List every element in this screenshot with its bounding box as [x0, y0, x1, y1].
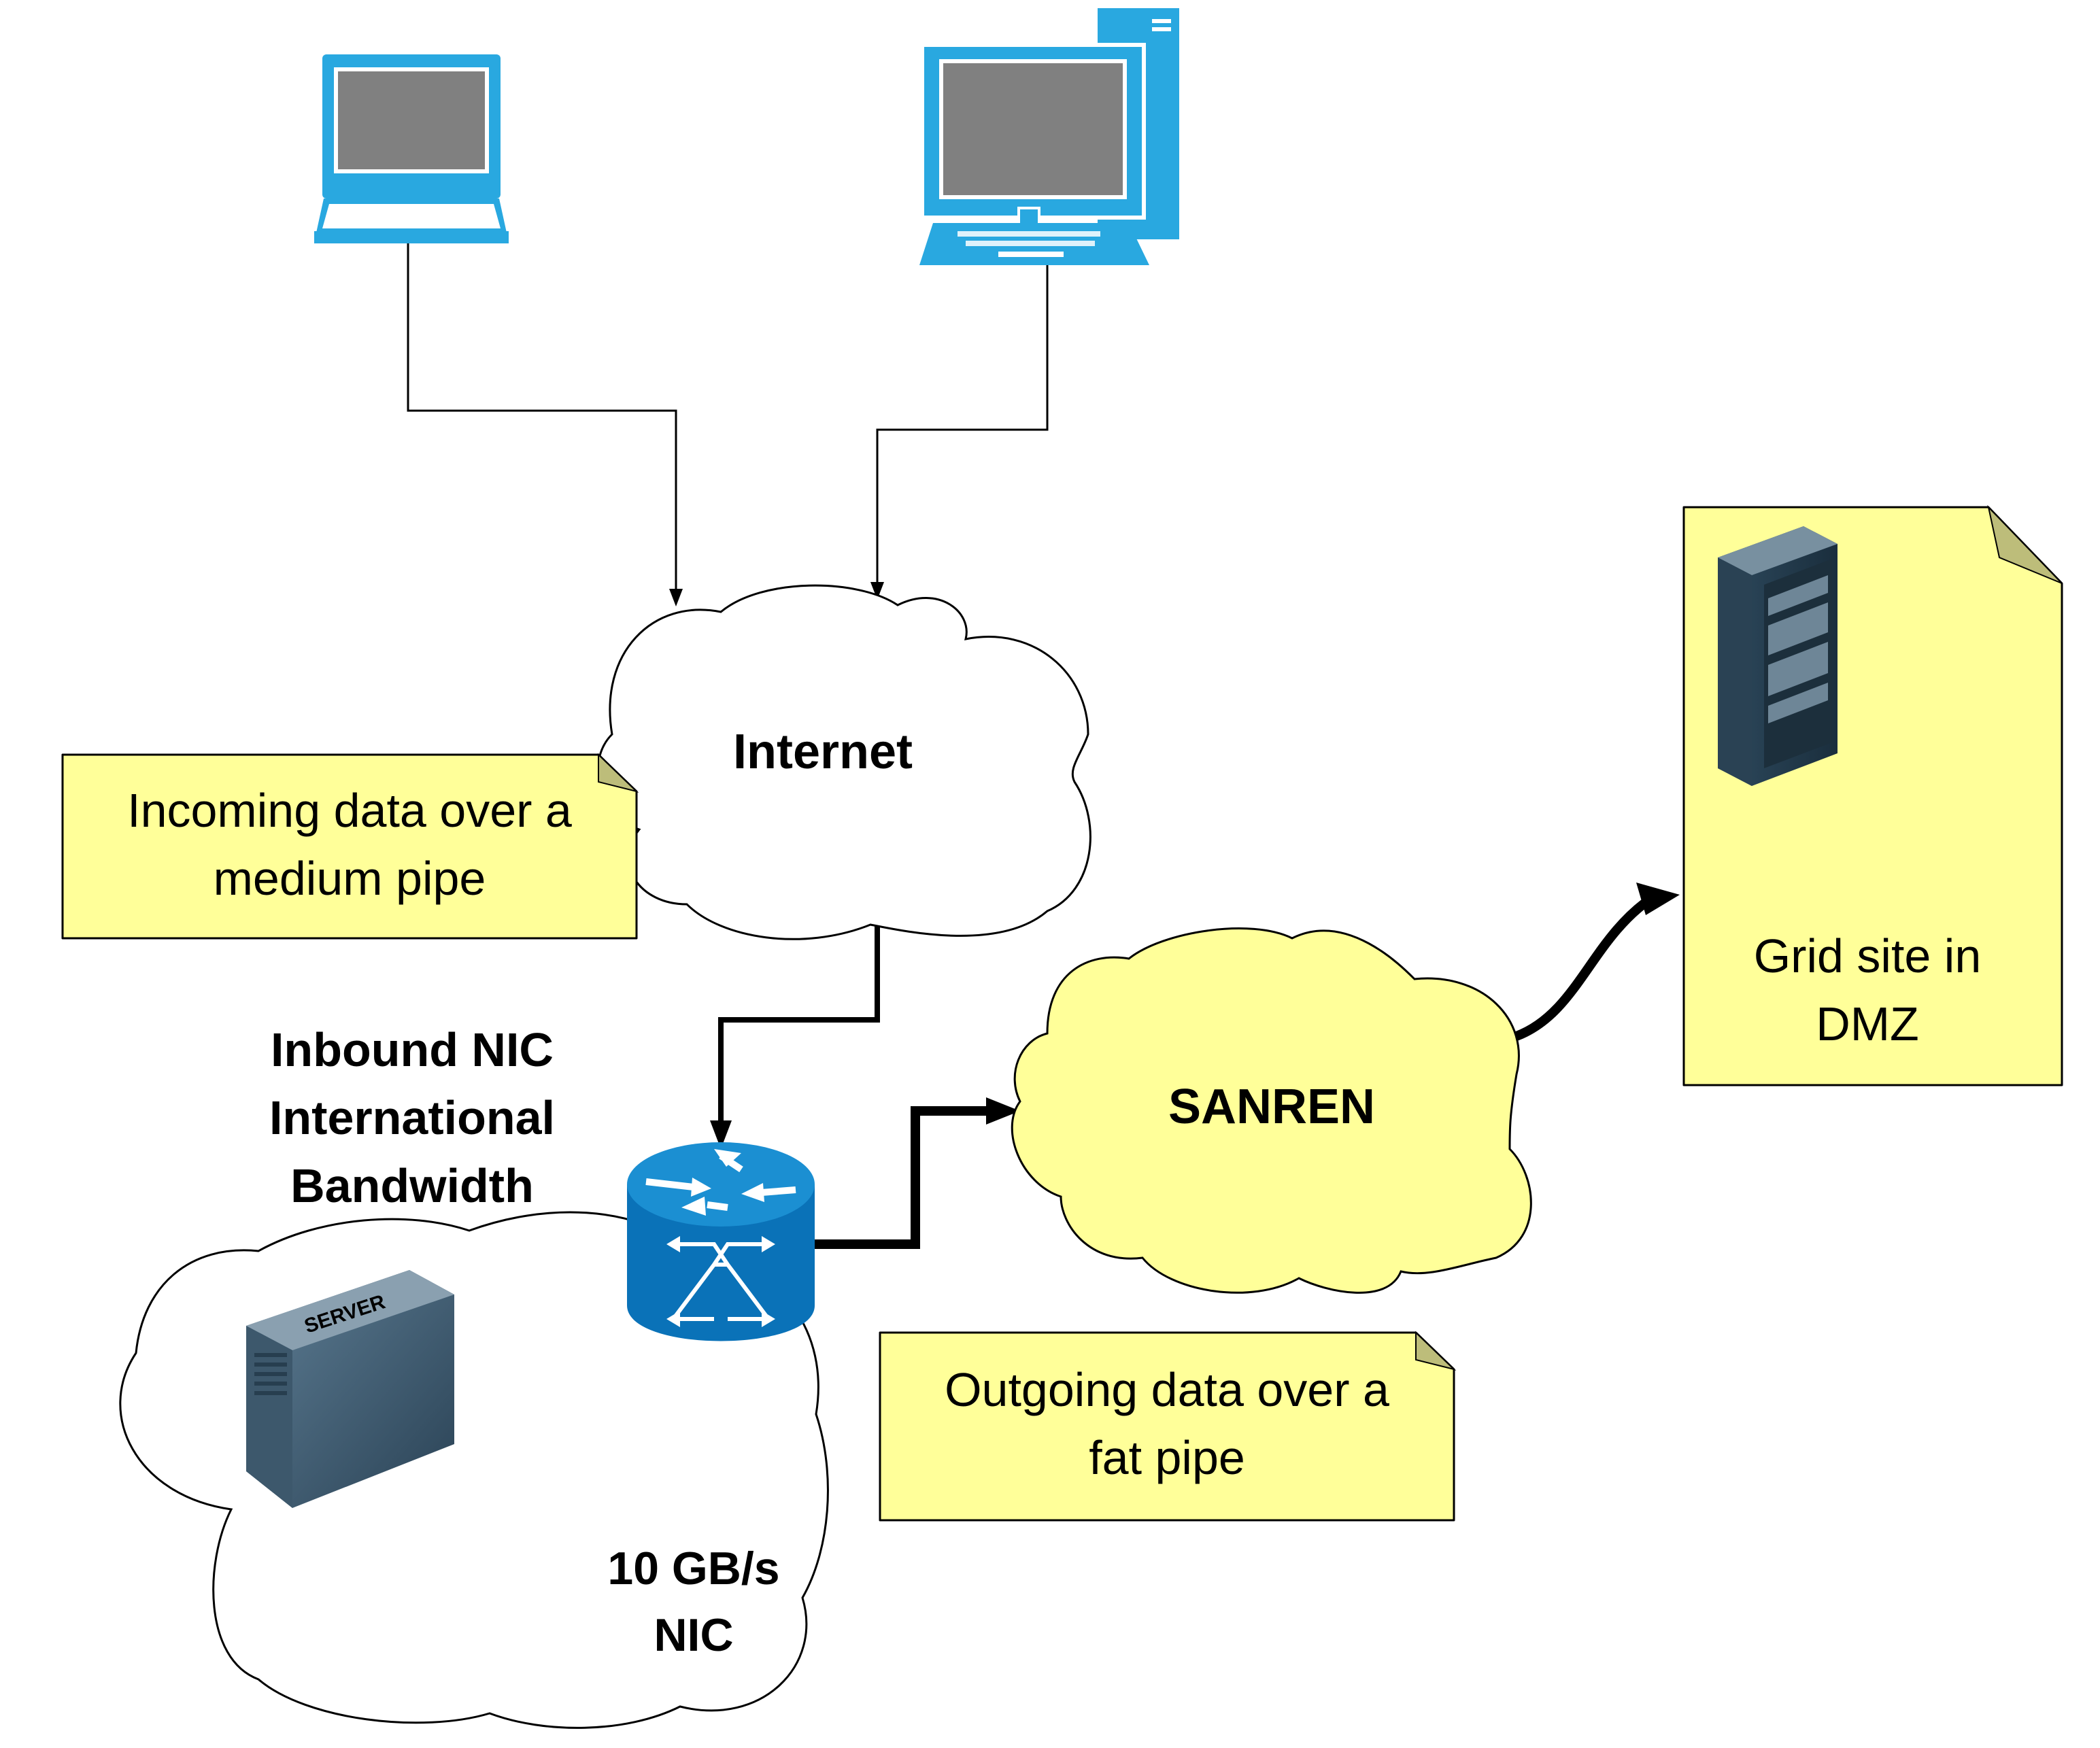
arrowhead — [870, 582, 884, 600]
sanren-label: SANREN — [1168, 1080, 1375, 1134]
desktop-computer-icon — [919, 8, 1179, 265]
inbound-label-line2: International — [269, 1091, 555, 1144]
outgoing-note-line1: Outgoing data over a — [945, 1363, 1389, 1416]
arrowhead — [1636, 882, 1680, 915]
sanren-grid-link — [1514, 893, 1655, 1041]
server-rack-icon — [1718, 526, 1838, 786]
internet-router-link — [718, 925, 880, 1122]
incoming-note: Incoming data over a medium pipe — [61, 753, 639, 940]
internet-cloud — [596, 584, 1091, 940]
inbound-label-line1: Inbound NIC — [271, 1023, 554, 1076]
arrowhead — [669, 589, 683, 606]
local-cloud-label-line1: 10 GB/s — [607, 1543, 779, 1594]
laptop-icon — [314, 54, 509, 243]
local-cloud-label-line2: NIC — [654, 1609, 733, 1661]
grid-site-line2: DMZ — [1816, 997, 1919, 1050]
incoming-note-line1: Incoming data over a — [127, 784, 572, 837]
router-sanren-link — [813, 1106, 993, 1249]
incoming-note-line2: medium pipe — [214, 852, 486, 905]
grid-site-line1: Grid site in — [1754, 929, 1982, 982]
inbound-label-line3: Bandwidth — [290, 1159, 534, 1212]
server-icon: SERVER — [246, 1270, 454, 1508]
laptop-internet-link — [407, 212, 677, 592]
arrowhead — [986, 1097, 1020, 1125]
outgoing-note: Outgoing data over a fat pipe — [879, 1331, 1457, 1522]
sanren-cloud — [1011, 927, 1532, 1294]
router-icon — [627, 1142, 815, 1341]
arrowhead — [710, 1120, 732, 1149]
internet-label: Internet — [733, 725, 913, 779]
desktop-internet-link — [876, 264, 1049, 585]
outgoing-note-line2: fat pipe — [1089, 1431, 1245, 1484]
